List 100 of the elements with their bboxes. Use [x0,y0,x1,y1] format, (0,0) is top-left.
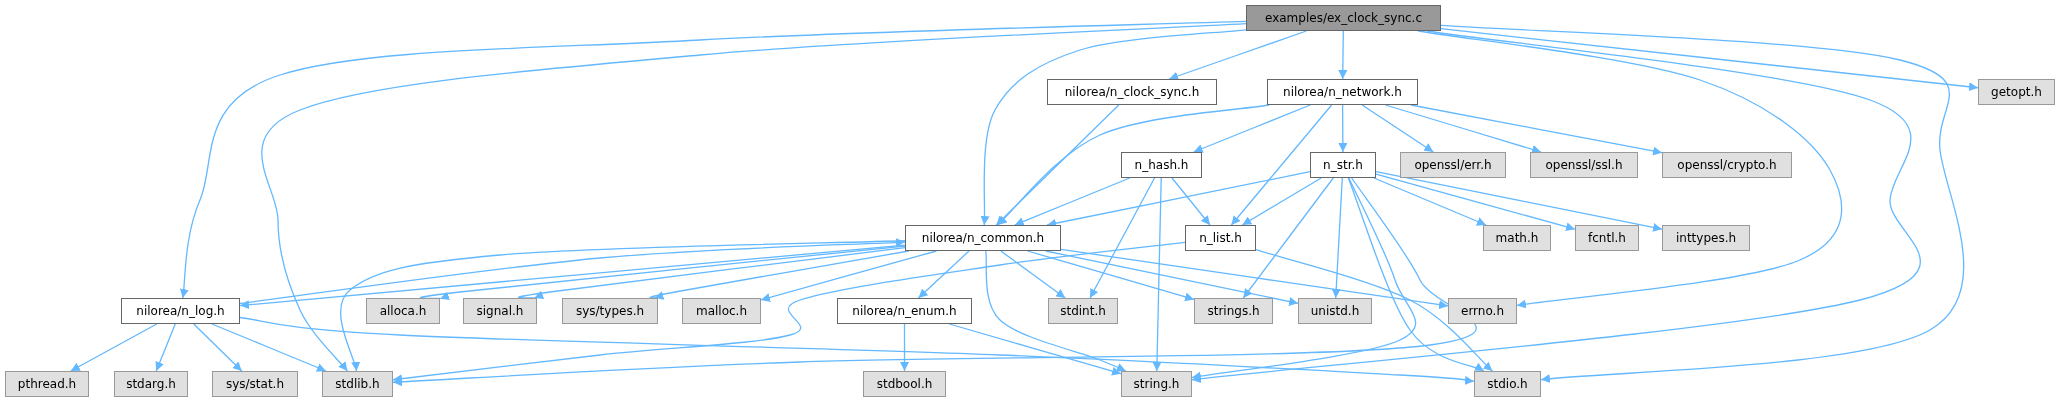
include-arrow [239,316,1475,385]
file-name: unistd.h [1310,303,1360,320]
file-name: signal.h [476,303,524,320]
file-box [1575,225,1639,251]
include-arrow [1026,250,1195,302]
include-arrow [1440,24,1965,384]
include-arrow [392,177,1477,387]
include-arrow [1230,104,1333,226]
file-name: pthread.h [17,376,77,393]
file-name: fcntl.h [1588,230,1626,247]
file-box [1121,152,1202,178]
file-box [1048,298,1118,324]
file-name: openssl/err.h [1414,157,1492,174]
file-box [1448,298,1517,324]
file-box [905,225,1061,251]
include-arrow [1384,104,1542,154]
include-arrow [239,244,906,310]
file-name: n_list.h [1199,230,1242,247]
file-box [1662,152,1792,178]
file-box [463,298,537,324]
file-name: errno.h [1461,303,1504,320]
include-arrow [1338,104,1348,153]
file-box [1662,225,1750,251]
file-box [1121,371,1192,397]
include-arrow [948,323,1122,376]
file-box [1185,225,1256,251]
file-box [322,371,393,397]
file-name: stdarg.h [126,376,176,393]
include-arrow [917,250,970,299]
file-name: nilorea/n_enum.h [852,303,957,320]
file-box [1194,298,1273,324]
file-name: nilorea/n_log.h [136,303,225,320]
include-arrow [1191,30,1921,384]
file-box [114,371,188,397]
file-box [1400,152,1506,178]
include-arrow [980,29,1247,226]
include-arrow [1014,177,1131,226]
include-arrow [1373,177,1487,226]
file-box [863,371,946,397]
file-box [1978,79,2055,105]
include-arrow [1171,177,1211,226]
file-box [1246,5,1441,31]
include-arrow [392,241,1186,384]
file-name: examples/ex_clock_sync.c [1265,10,1422,27]
include-arrow [340,240,906,372]
include-arrow [211,323,327,372]
file-name: stdlib.h [335,376,380,393]
file-box [121,298,240,324]
file-box [562,298,658,324]
include-arrow [649,250,910,299]
file-box [682,298,761,324]
file-name: alloca.h [379,303,427,320]
file-name: inttypes.h [1675,230,1737,247]
include-arrow [1331,177,1343,299]
include-arrow [1168,30,1307,81]
include-arrow [193,323,243,372]
include-arrow [419,245,906,300]
include-arrow [179,20,1247,299]
include-arrow [1242,177,1334,299]
file-box [1298,298,1372,324]
file-box [1047,79,1217,105]
include-arrow [1375,171,1663,232]
include-arrow [1347,177,1485,372]
file-box [1310,152,1376,178]
include-arrow [1152,177,1162,372]
include-arrow [1060,248,1449,310]
include-arrow [1045,250,1299,306]
include-arrow [1255,248,1494,372]
file-name: math.h [1495,230,1539,247]
file-box [366,298,440,324]
file-name: n_hash.h [1134,157,1189,174]
file-box [837,298,972,324]
include-arrow [985,250,1127,372]
include-arrow [1000,250,1066,299]
include-arrow [1191,177,1417,381]
file-name: malloc.h [695,303,748,320]
include-arrow [995,104,1120,226]
file-name: getopt.h [1991,84,2042,101]
file-name: openssl/crypto.h [1677,157,1777,174]
include-arrow [1361,104,1434,153]
file-name: stdint.h [1060,303,1106,320]
file-name: nilorea/n_clock_sync.h [1064,84,1200,101]
include-arrow [900,323,909,372]
file-name: nilorea/n_common.h [921,230,1045,247]
include-arrow [1089,177,1156,299]
include-arrow [1417,30,1843,309]
include-arrow [1375,173,1576,232]
include-arrow [70,323,158,372]
file-name: n_str.h [1323,157,1363,174]
file-box [1483,225,1551,251]
file-box [1267,79,1418,105]
file-name: sys/stat.h [225,376,285,393]
file-name: nilorea/n_network.h [1283,84,1402,101]
file-name: stdbool.h [876,376,933,393]
file-name: stdio.h [1487,376,1528,393]
file-name: string.h [1133,376,1180,393]
file-name: sys/types.h [575,303,645,320]
file-box [212,371,298,397]
include-arrow [1440,28,1979,92]
include-arrow [517,247,906,299]
